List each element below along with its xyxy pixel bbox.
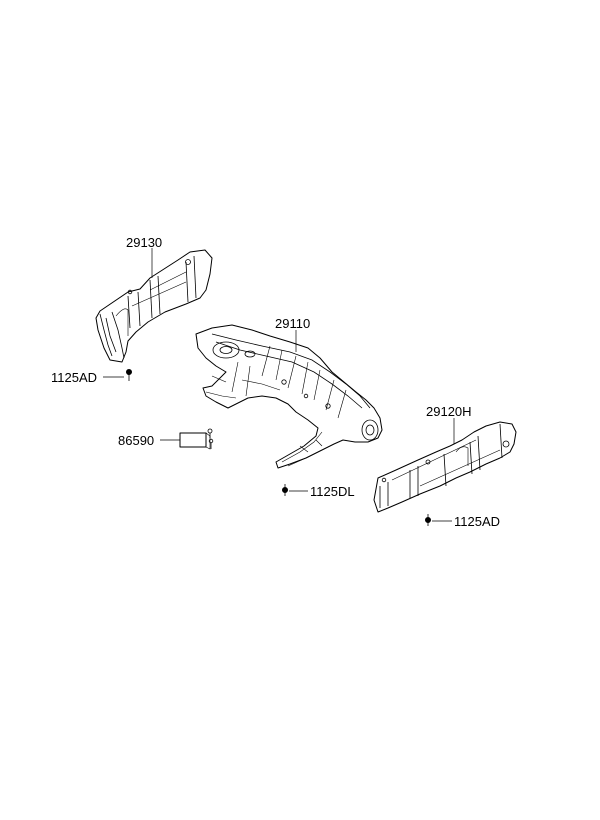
bolt-1125dl-icon <box>281 484 288 496</box>
callout-29120h: 29120H <box>426 404 472 419</box>
callout-1125ad-left: 1125AD <box>51 370 97 385</box>
callout-1125ad-right: 1125AD <box>454 514 500 529</box>
callout-29110: 29110 <box>275 316 310 331</box>
part-29110-main-under-cover <box>195 324 383 469</box>
part-29120h-right-side-cover <box>373 421 517 513</box>
callout-1125dl: 1125DL <box>310 484 355 499</box>
bolt-1125ad-right-icon <box>424 514 431 526</box>
part-29130-left-side-cover <box>95 249 213 363</box>
bolt-1125ad-left-icon <box>126 368 133 381</box>
callout-86590: 86590 <box>118 433 154 448</box>
part-86590-bracket <box>179 428 214 450</box>
callout-29130: 29130 <box>126 235 162 250</box>
